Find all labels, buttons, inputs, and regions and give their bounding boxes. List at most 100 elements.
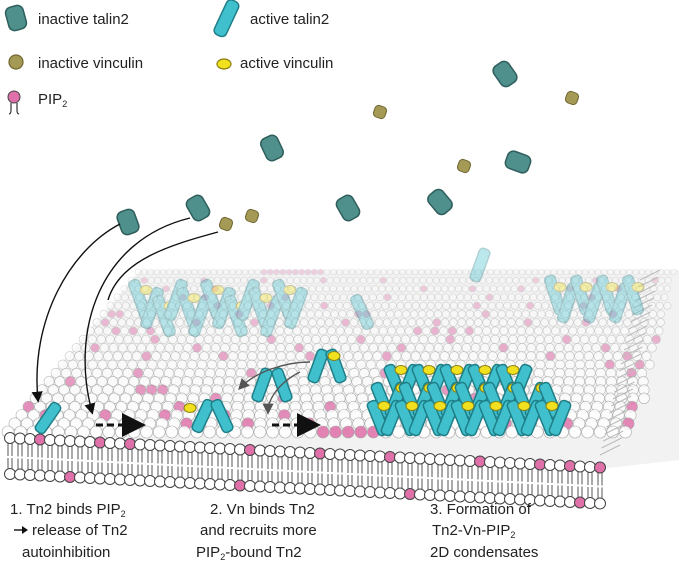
- lipid-head: [192, 318, 201, 327]
- lipid-head: [139, 310, 148, 319]
- lipid-head: [159, 334, 169, 345]
- lipid-head: [317, 268, 325, 276]
- lipid-head: [612, 351, 623, 362]
- lipid-head: [544, 268, 551, 276]
- lipid-head: [264, 445, 276, 457]
- lipid-head: [406, 343, 416, 353]
- lipid-head: [24, 433, 36, 445]
- far-active-talin: [200, 278, 224, 322]
- lipid-head: [354, 293, 363, 302]
- lipid-head: [200, 318, 209, 327]
- lipid-head-lower: [394, 487, 406, 500]
- step2-line2: and recruits more: [200, 522, 317, 539]
- lipid-head: [523, 318, 533, 327]
- lipid-head: [266, 351, 277, 362]
- lipid-head: [376, 293, 384, 302]
- lipid-head: [521, 310, 530, 319]
- lipid-head: [421, 326, 431, 336]
- lipid-head-lower: [184, 477, 196, 489]
- lipid-head: [614, 318, 624, 327]
- lipid-head: [545, 343, 555, 353]
- lipid-head: [524, 285, 532, 293]
- lipid-head: [427, 285, 435, 293]
- lipid-head: [611, 276, 619, 284]
- lipid-head: [320, 301, 329, 310]
- lipid-head: [358, 318, 367, 327]
- lipid-head: [638, 392, 650, 404]
- step2-active-talin: [210, 398, 234, 434]
- lipid-head: [172, 268, 180, 276]
- lipid-head: [308, 285, 316, 293]
- lipid-head: [285, 351, 296, 362]
- lipid-head: [266, 276, 274, 284]
- lipid-head: [399, 268, 406, 276]
- lipid-head: [381, 351, 392, 362]
- lipid-head: [482, 326, 492, 336]
- condensate-active-vinculin: [450, 365, 464, 375]
- lipid-head: [496, 285, 504, 293]
- lipid-head: [338, 334, 348, 345]
- lipid-head: [120, 326, 129, 336]
- lipid-head: [350, 301, 359, 310]
- lipid-head-lower: [274, 481, 286, 494]
- lipid-head: [109, 318, 118, 327]
- lipid-head: [382, 318, 392, 327]
- lipid-head: [565, 359, 576, 370]
- lipid-head: [229, 343, 240, 353]
- lipid-head: [368, 343, 379, 353]
- lipid-head: [167, 276, 175, 284]
- lipid-head: [517, 285, 525, 293]
- lipid-head: [503, 301, 512, 310]
- lipid-head-lower: [4, 468, 16, 480]
- lipid-head: [432, 318, 441, 327]
- step2-active-vinculin: [183, 403, 197, 413]
- lipid-head: [87, 359, 98, 370]
- lipid-head: [534, 326, 543, 336]
- lipid-head: [593, 351, 604, 362]
- lipid-head: [27, 409, 40, 422]
- lipid-head: [185, 268, 192, 276]
- lipid-tail: [620, 353, 642, 365]
- membrane-near-edge: [4, 432, 606, 510]
- step3-condensate: [366, 363, 572, 437]
- lipid-tail: [622, 346, 643, 358]
- lipid-head-lower: [104, 473, 116, 485]
- lipid-head: [448, 285, 456, 293]
- lipid-tail: [615, 374, 637, 386]
- lipid-head: [470, 343, 481, 353]
- lipid-head: [376, 359, 387, 370]
- lipid-head: [646, 326, 655, 336]
- lipid-head: [378, 326, 388, 336]
- lipid-head-lower: [584, 497, 596, 509]
- lipid-head: [105, 334, 115, 345]
- lipid-head: [508, 326, 517, 336]
- condensate-active-vinculin: [394, 365, 408, 375]
- lipid-head: [154, 326, 164, 336]
- lipid-head: [472, 301, 481, 310]
- lipid-head: [619, 268, 627, 276]
- lipid-head: [300, 318, 309, 327]
- lipid-head: [424, 318, 433, 327]
- lipid-head: [587, 293, 596, 302]
- lipid-head: [457, 318, 466, 327]
- lipid-head: [632, 268, 640, 276]
- lipid-head: [186, 293, 195, 302]
- lipid-head: [644, 359, 655, 370]
- lipid-head: [259, 293, 268, 302]
- lipid-head: [146, 326, 155, 336]
- lipid-head: [223, 293, 231, 302]
- lipid-head: [266, 301, 275, 310]
- lipid-head: [163, 326, 173, 336]
- lipid-head: [418, 334, 429, 345]
- lipid-head: [187, 276, 195, 284]
- lipid-head: [233, 276, 241, 284]
- lipid-head: [341, 425, 355, 439]
- lipid-head-lower: [334, 484, 346, 497]
- lipid-head: [410, 351, 421, 362]
- lipid-head: [657, 268, 665, 276]
- lipid-head: [344, 449, 356, 461]
- lipid-head: [329, 285, 337, 293]
- lipid-head: [531, 268, 539, 276]
- floating-inactive-vinculin: [244, 208, 260, 224]
- floating-inactive-vinculin: [456, 158, 472, 174]
